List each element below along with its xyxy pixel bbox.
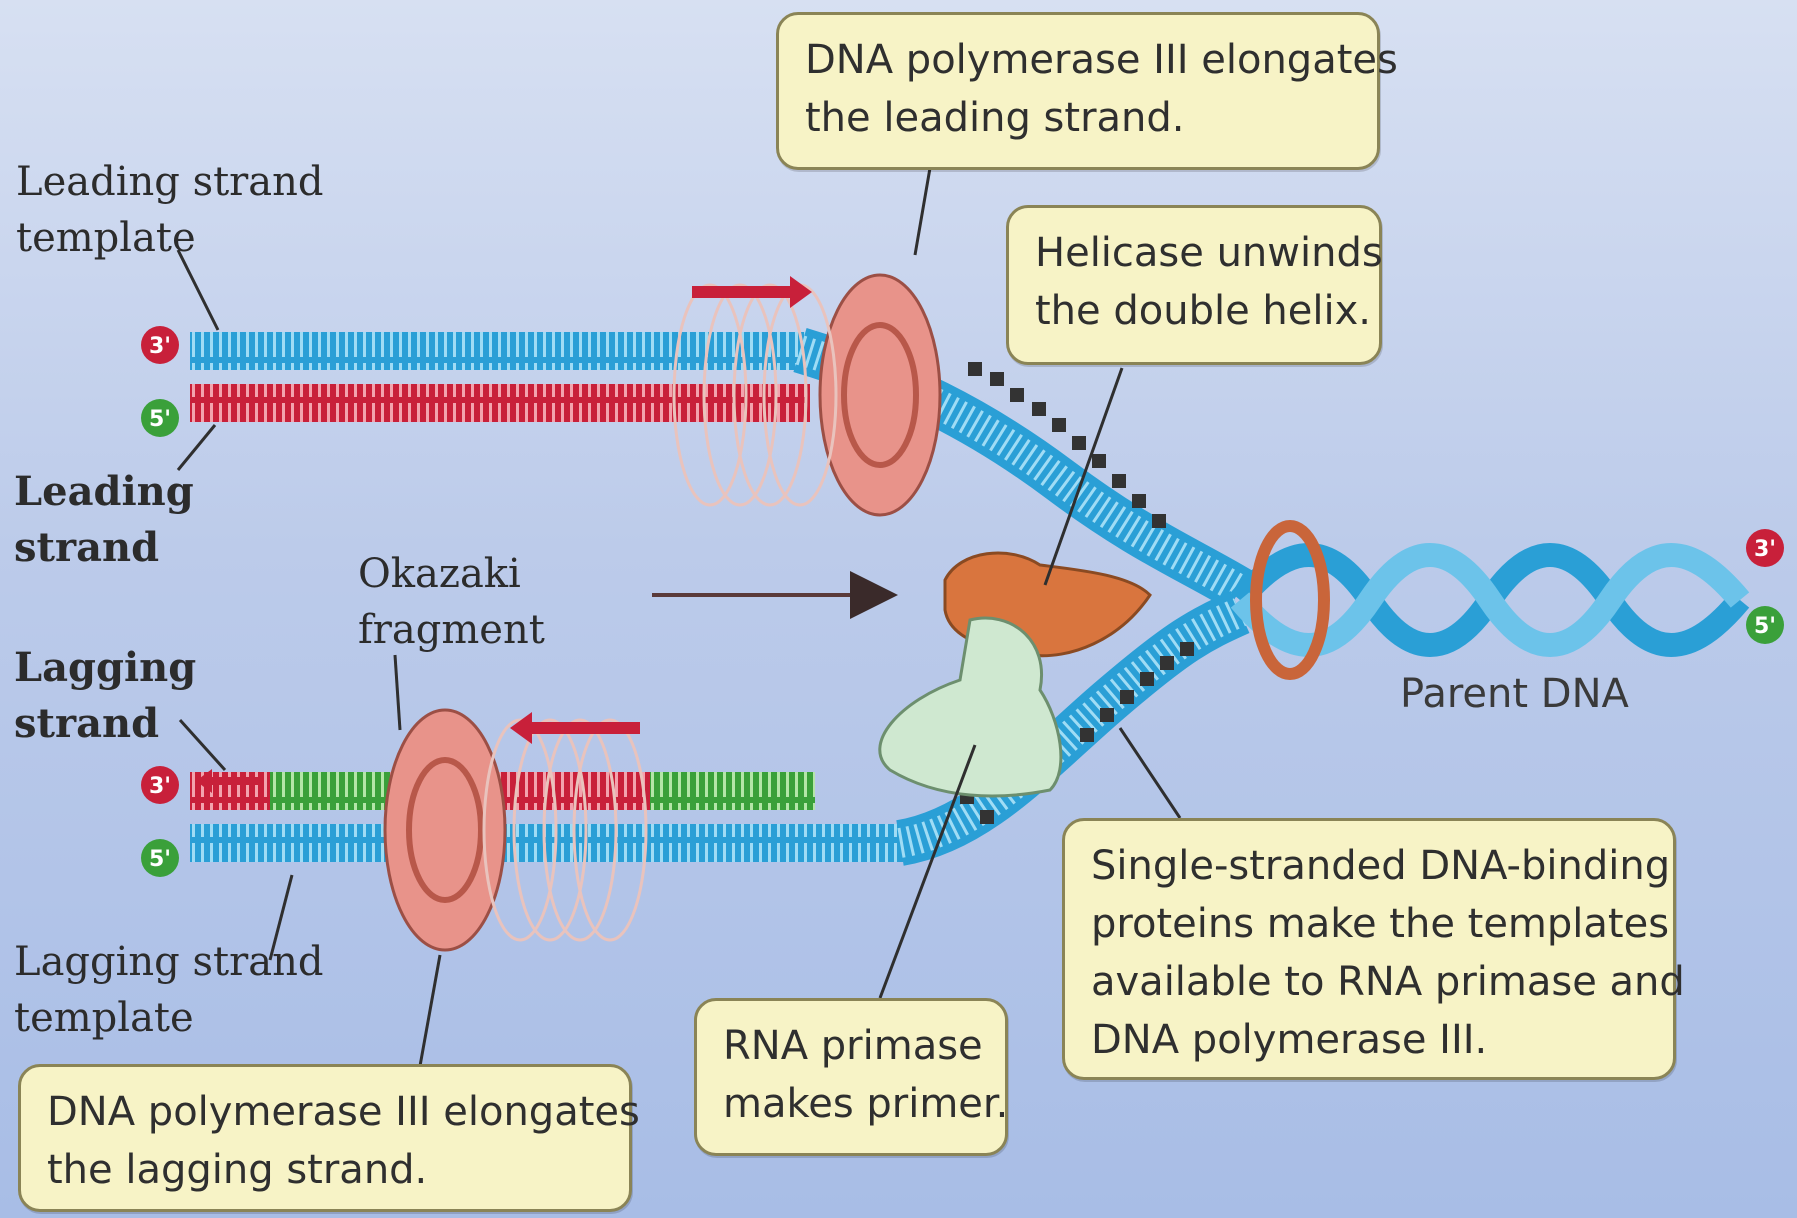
lagging-template-5prime-label: 5'	[149, 847, 171, 872]
label-line: Leading strand	[16, 154, 324, 210]
parent-5prime-label: 5'	[1754, 614, 1776, 639]
label-lagging-strand-template: Lagging strand template	[14, 934, 323, 1046]
leading-synthesis-arrow	[692, 286, 792, 298]
primer-segment-1	[270, 772, 390, 810]
primer-segment-2	[650, 772, 815, 810]
leading-duplex	[190, 332, 810, 422]
label-line: Parent DNA	[1400, 666, 1629, 722]
label-parent-dna: Parent DNA	[1400, 666, 1629, 722]
leading-strand-segment	[190, 384, 810, 422]
callout-dna-polymerase-iii-lagging: DNA polymerase III elongates the lagging…	[18, 1064, 632, 1212]
lagging-strand-3prime-label: 3'	[149, 774, 171, 799]
callout-text-line: the double helix.	[1035, 282, 1357, 340]
callout-text-line: Helicase unwinds	[1035, 224, 1357, 282]
callout-dna-polymerase-iii-leading: DNA polymerase III elongates the leading…	[776, 12, 1380, 170]
label-line: template	[14, 990, 323, 1046]
parent-3prime-label: 3'	[1754, 537, 1776, 562]
label-leading-strand: Leading strand	[14, 464, 194, 576]
callout-rna-primase: RNA primase makes primer.	[694, 998, 1008, 1156]
callout-text-line: the leading strand.	[805, 89, 1355, 147]
lagging-duplex	[190, 772, 910, 862]
callout-text-line: DNA polymerase III elongates	[805, 31, 1355, 89]
lagging-synthesis-arrow	[530, 722, 640, 734]
label-line: Okazaki	[358, 546, 545, 602]
rna-primase	[880, 618, 1061, 796]
callout-text-line: Single-stranded DNA-binding	[1091, 837, 1651, 895]
lagging-strand-template-segment	[190, 824, 910, 862]
label-line: strand	[14, 696, 196, 752]
label-line: fragment	[358, 602, 545, 658]
callout-text-line: the lagging strand.	[47, 1141, 607, 1199]
callout-text-line: proteins make the templates	[1091, 895, 1651, 953]
leading-template-3prime-label: 3'	[149, 334, 171, 359]
leading-strand-template-segment	[190, 332, 810, 370]
callout-single-stranded-binding-proteins: Single-stranded DNA-binding proteins mak…	[1062, 818, 1676, 1080]
callout-text-line: DNA polymerase III.	[1091, 1011, 1651, 1069]
label-leading-strand-template: Leading strand template	[16, 154, 324, 266]
label-line: Lagging strand	[14, 934, 323, 990]
label-line: strand	[14, 520, 194, 576]
label-okazaki-fragment: Okazaki fragment	[358, 546, 545, 658]
label-line: template	[16, 210, 324, 266]
leading-strand-5prime-label: 5'	[149, 407, 171, 432]
label-line: Lagging	[14, 640, 196, 696]
callout-helicase: Helicase unwinds the double helix.	[1006, 205, 1382, 365]
callout-text-line: available to RNA primase and	[1091, 953, 1651, 1011]
label-line: Leading	[14, 464, 194, 520]
callout-text-line: DNA polymerase III elongates	[47, 1083, 607, 1141]
label-lagging-strand: Lagging strand	[14, 640, 196, 752]
callout-text-line: RNA primase	[723, 1017, 983, 1075]
callout-text-line: makes primer.	[723, 1075, 983, 1133]
